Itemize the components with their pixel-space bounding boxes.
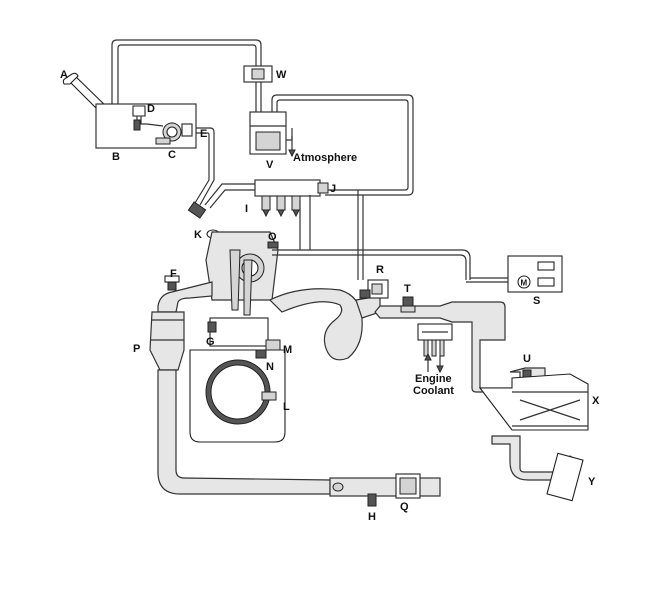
fuel-tank bbox=[95, 103, 197, 149]
exhaust-system bbox=[149, 275, 441, 507]
label-a: A bbox=[60, 69, 68, 81]
label-u: U bbox=[523, 353, 531, 365]
label-m: M bbox=[283, 344, 292, 356]
part-labels: A B C D E F G H I J K L M N O P Q R S T … bbox=[60, 69, 600, 523]
label-q: Q bbox=[400, 501, 409, 513]
label-f: F bbox=[170, 268, 177, 280]
label-s: S bbox=[533, 295, 540, 307]
label-y: Y bbox=[588, 476, 596, 488]
atmosphere-note: Atmosphere bbox=[293, 152, 357, 164]
label-h: H bbox=[368, 511, 376, 523]
purge-valve-w bbox=[243, 65, 273, 83]
label-n: N bbox=[266, 361, 274, 373]
motor-symbol: M bbox=[521, 279, 528, 288]
label-g: G bbox=[206, 336, 215, 348]
label-r: R bbox=[376, 264, 384, 276]
evap-canister bbox=[249, 111, 296, 158]
label-w: W bbox=[276, 69, 287, 81]
label-j: J bbox=[330, 183, 336, 195]
label-k: K bbox=[194, 229, 202, 241]
label-x: X bbox=[592, 395, 600, 407]
label-c: C bbox=[168, 149, 176, 161]
coolant-note-line2: Coolant bbox=[413, 385, 454, 397]
engine-block bbox=[189, 195, 311, 443]
motor-unit: M bbox=[466, 255, 563, 293]
evap-purge-lines bbox=[111, 39, 414, 280]
coolant-note-line1: Engine bbox=[415, 373, 452, 385]
air-cleaner bbox=[478, 373, 589, 502]
label-i: I bbox=[245, 203, 248, 215]
label-p: P bbox=[133, 343, 140, 355]
label-v: V bbox=[266, 159, 274, 171]
label-d: D bbox=[147, 103, 155, 115]
label-o: O bbox=[268, 231, 277, 243]
label-t: T bbox=[404, 283, 411, 295]
intake-manifold bbox=[268, 249, 471, 361]
label-b: B bbox=[112, 151, 120, 163]
label-e: E bbox=[200, 128, 207, 140]
fuel-rail bbox=[204, 179, 329, 218]
label-l: L bbox=[283, 401, 290, 413]
